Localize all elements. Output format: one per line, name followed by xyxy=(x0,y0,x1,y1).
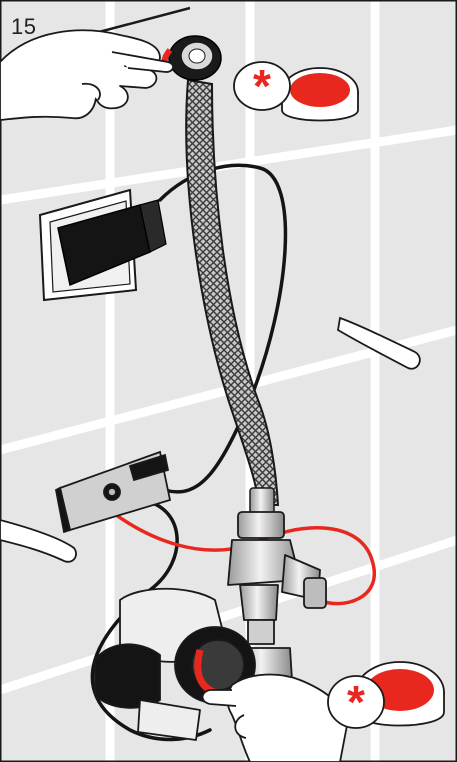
step-number: 15 xyxy=(11,14,37,39)
sealant-jar-top xyxy=(233,61,359,122)
asterisk-icon-bottom: * xyxy=(347,676,365,728)
control-module xyxy=(54,450,172,534)
asterisk-icon-top: * xyxy=(253,60,271,112)
red-cable xyxy=(110,510,376,606)
mixing-valve xyxy=(227,511,327,683)
black-cables xyxy=(90,163,288,742)
power-adapter xyxy=(38,188,167,302)
wall-brackets xyxy=(0,316,421,563)
sealant-jar-bottom xyxy=(327,661,445,729)
gloved-hand-top xyxy=(0,29,174,121)
trap-adapter xyxy=(94,587,256,741)
